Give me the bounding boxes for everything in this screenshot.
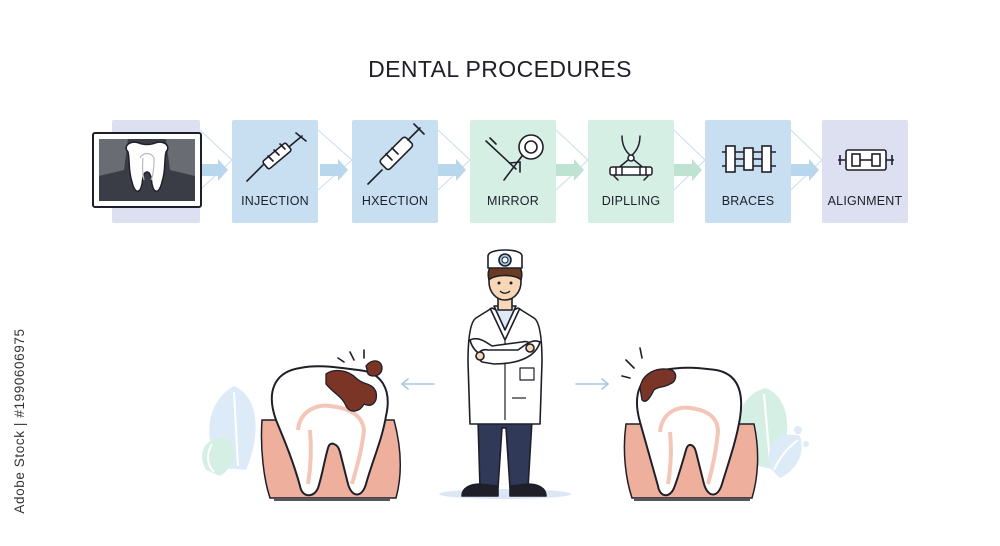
step-card-2 <box>232 120 318 223</box>
syringe-icon-2 <box>367 123 425 185</box>
decay-fragment <box>365 360 383 377</box>
connector-arrow-6 <box>791 159 819 181</box>
dental-forceps-icon <box>609 135 653 181</box>
procedure-steps <box>92 120 908 223</box>
step-label-diplling: DIPLLING <box>601 194 661 208</box>
braces-icon <box>722 145 776 173</box>
step-label-alignment: ALIGNMENT <box>827 194 903 208</box>
decayed-tooth-left <box>202 349 402 501</box>
step-card-7 <box>822 120 908 223</box>
decayed-tooth-right <box>621 347 809 501</box>
step-label-mirror: MIRROR <box>487 194 539 208</box>
syringe-icon <box>246 132 307 182</box>
connector-arrow-3 <box>438 159 466 181</box>
arrow-left <box>400 378 435 390</box>
dentist-figure <box>439 249 571 499</box>
connector-arrow-5 <box>674 159 702 181</box>
decay-spot <box>325 369 378 412</box>
arrow-right <box>575 378 610 390</box>
step-label-1 <box>112 194 200 212</box>
page-title: DENTAL PROCEDURES <box>368 56 632 82</box>
step-label-hxection: HXECTION <box>361 194 429 208</box>
aligner-icon <box>838 149 894 171</box>
step-label-injection: INJECTION <box>241 194 309 208</box>
connector-arrow-4 <box>556 159 584 181</box>
connector-arrow-1 <box>200 159 228 181</box>
step-label-braces: BRACES <box>721 194 775 208</box>
dental-mirror-icon <box>485 134 544 181</box>
connector-arrow-2 <box>320 159 348 181</box>
step-card-3 <box>352 120 438 223</box>
tooth-xray-icon <box>92 132 202 208</box>
